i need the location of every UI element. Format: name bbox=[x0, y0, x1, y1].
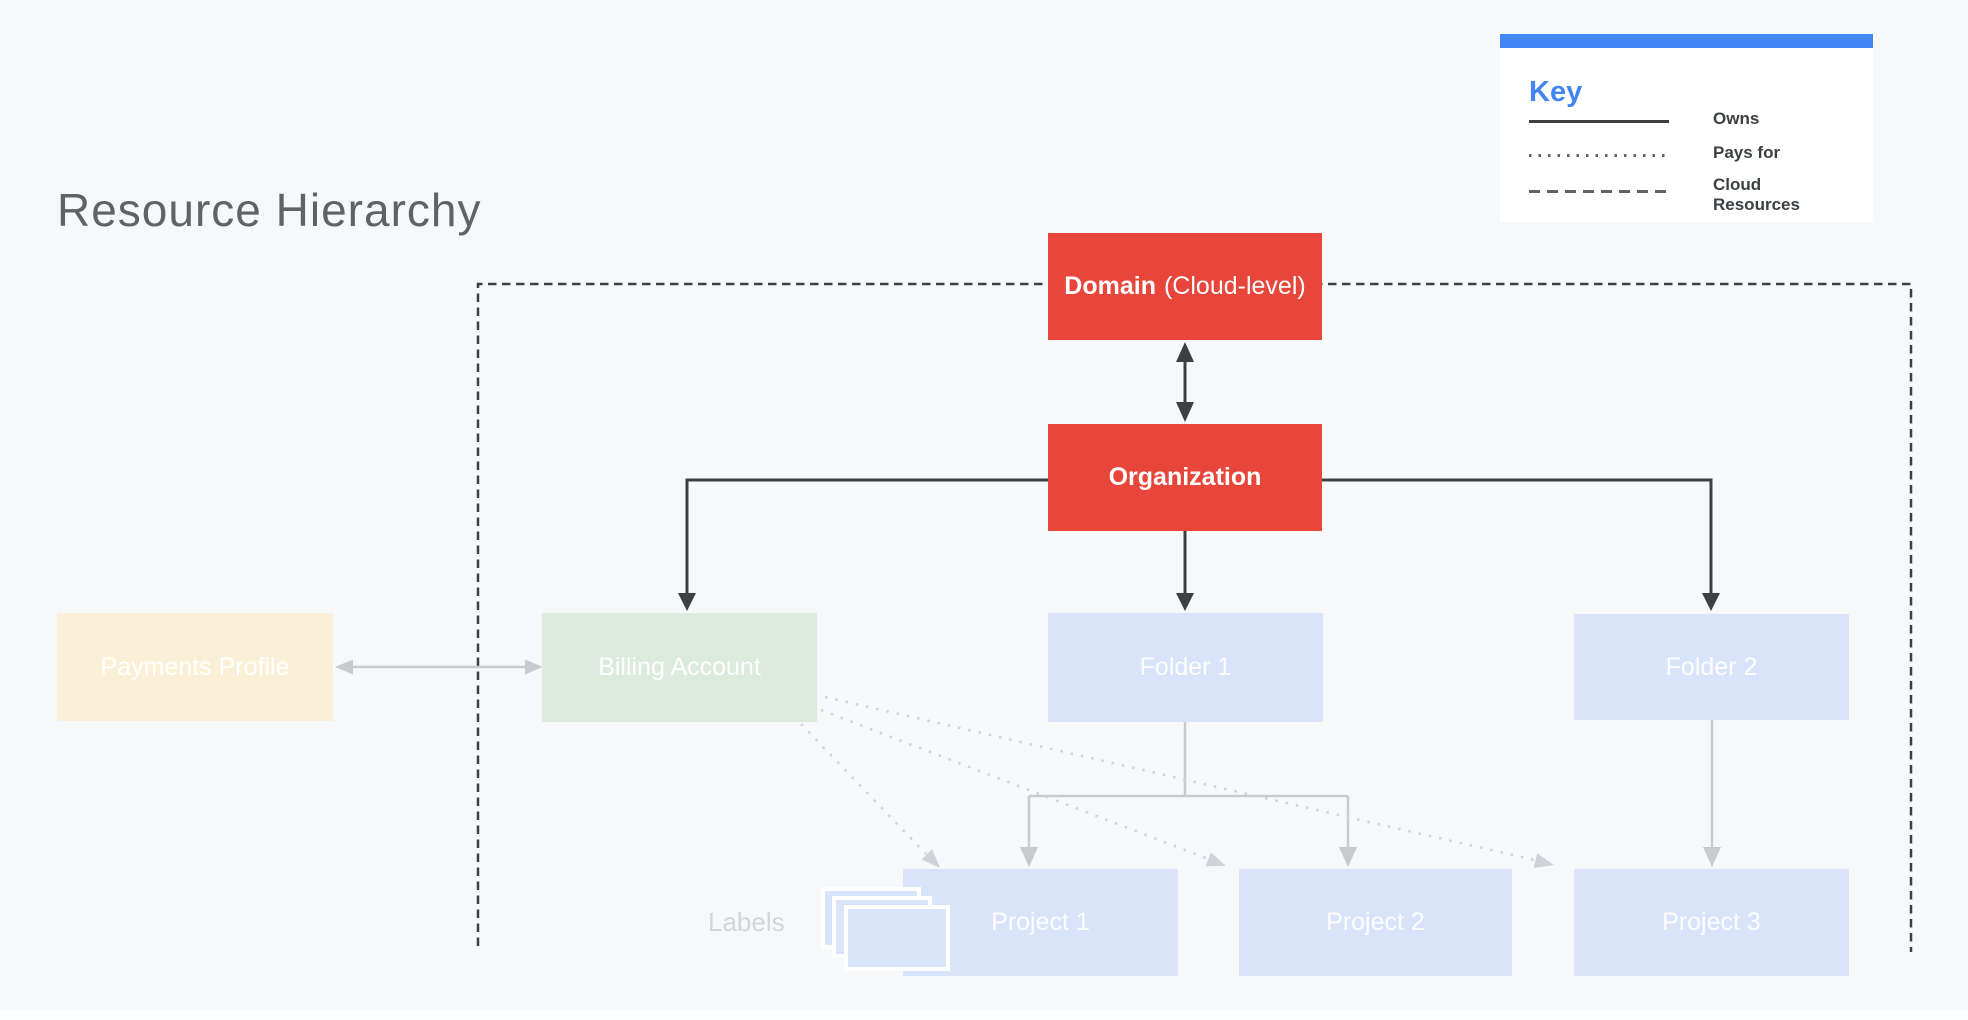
node-domain: Domain (Cloud-level) bbox=[1048, 233, 1322, 340]
legend-label-cloud-resources: Cloud Resources bbox=[1713, 175, 1800, 214]
node-organization: Organization bbox=[1048, 424, 1322, 531]
arrowhead-left bbox=[335, 659, 353, 675]
arrow-organization-billing bbox=[678, 478, 1048, 611]
legend-panel: Key Owns Pays for Cloud Resources bbox=[1500, 34, 1873, 222]
arrowhead bbox=[1205, 852, 1226, 867]
node-domain-label-bold: Domain bbox=[1064, 272, 1156, 300]
arrowhead-down bbox=[1703, 847, 1721, 867]
node-folder-1: Folder 1 bbox=[1048, 613, 1323, 722]
node-domain-label-rest: (Cloud-level) bbox=[1163, 272, 1306, 300]
arrow-organization-folder1 bbox=[1176, 531, 1194, 611]
page-title: Resource Hierarchy bbox=[57, 184, 482, 236]
legend-title: Key bbox=[1529, 76, 1583, 108]
arrowhead-down bbox=[1020, 847, 1038, 867]
arrowhead-down bbox=[1176, 593, 1194, 611]
arrowhead-up bbox=[1176, 342, 1194, 362]
node-payments-profile: Payments Profile bbox=[57, 613, 333, 721]
arrow-folder2-project3 bbox=[1703, 720, 1721, 867]
arrowhead-right bbox=[525, 659, 543, 675]
node-billing-account: Billing Account bbox=[542, 613, 817, 722]
legend-accent-bar bbox=[1500, 34, 1873, 48]
stacked-card-front bbox=[844, 905, 950, 971]
dotted-billing-project2 bbox=[820, 708, 1212, 862]
legend-label-owns: Owns bbox=[1713, 109, 1760, 128]
labels-stacked-cards-icon bbox=[821, 887, 953, 975]
legend-dashed-line-sample bbox=[1529, 190, 1669, 193]
arrow-organization-folder2 bbox=[1322, 478, 1720, 611]
legend-solid-line-sample bbox=[1529, 120, 1669, 123]
bottom-edge-strip bbox=[0, 1010, 1968, 1020]
dotted-billing-project3 bbox=[824, 695, 1540, 863]
legend-label-pays-for: Pays for bbox=[1713, 143, 1781, 162]
pays-for-arrows bbox=[800, 695, 1540, 863]
arrow-folder1-projects bbox=[1020, 722, 1357, 867]
arrowhead bbox=[921, 849, 940, 868]
arrowhead-down bbox=[1339, 847, 1357, 867]
node-folder-2: Folder 2 bbox=[1574, 614, 1849, 720]
arrowhead-down bbox=[1702, 593, 1720, 611]
node-project-3: Project 3 bbox=[1574, 869, 1849, 976]
arrowhead-down bbox=[1176, 402, 1194, 422]
owns-arrows-dark bbox=[678, 342, 1720, 611]
arrowhead-down bbox=[678, 593, 696, 611]
node-project-2: Project 2 bbox=[1239, 869, 1512, 976]
legend-dotted-line-sample bbox=[1529, 154, 1669, 157]
labels-caption: Labels bbox=[708, 907, 785, 937]
owns-arrows-light bbox=[335, 659, 1721, 867]
arrow-domain-organization bbox=[1176, 342, 1194, 422]
arrowhead bbox=[1533, 853, 1554, 869]
pays-for-arrowheads bbox=[921, 849, 1554, 869]
arrow-payments-billing bbox=[335, 659, 543, 675]
dotted-billing-project1 bbox=[800, 723, 927, 855]
